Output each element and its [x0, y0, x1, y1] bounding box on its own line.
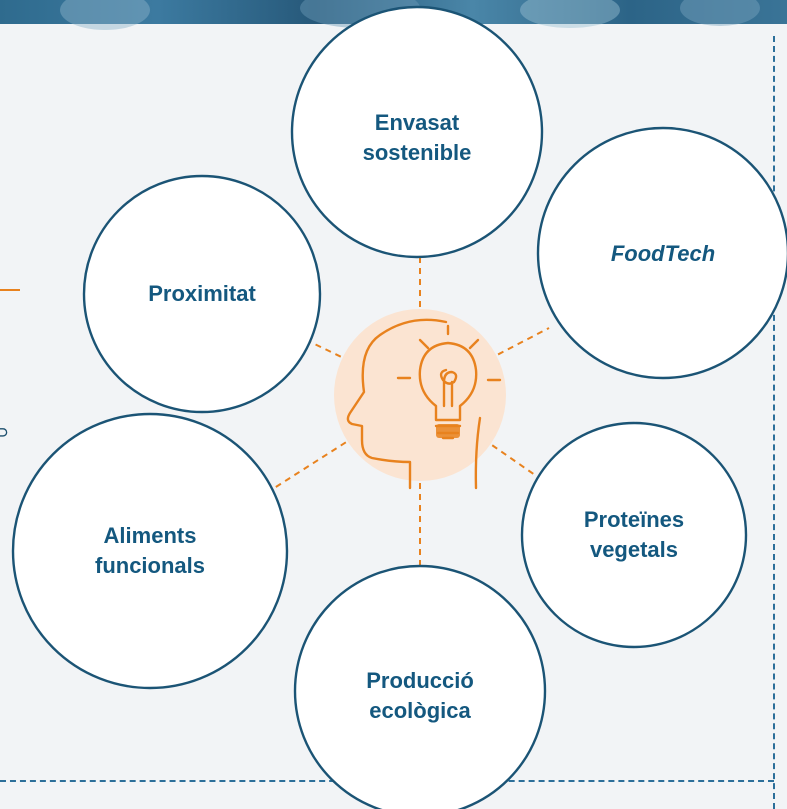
dashed-frame-right: [773, 36, 775, 809]
node-circle-foodtech: [536, 126, 787, 380]
cropped-edge-glyph: ⊃: [0, 422, 10, 442]
node-label-foodtech: FoodTech: [610, 241, 716, 266]
head-lightbulb-icon: [334, 309, 506, 490]
node-circle-aliments: [11, 412, 289, 690]
node-circle-proteines: [520, 421, 748, 649]
ray: [418, 338, 430, 350]
center-halo: [334, 309, 506, 481]
photo-texture: [520, 0, 620, 28]
header-photo-strip: [0, 0, 787, 30]
connector-line-aliments: [267, 394, 421, 493]
topic-nodes: [11, 5, 787, 809]
orange-accent-line: [0, 289, 20, 291]
bulb-base: [436, 424, 460, 438]
bulb-filament: [439, 368, 458, 408]
head-profile: [346, 318, 448, 490]
bulb-glass: [418, 341, 478, 422]
node-circle-envasat: [290, 5, 544, 259]
ray: [468, 338, 480, 350]
node-circle-proximitat: [82, 174, 322, 414]
node-circle-produccio: [293, 564, 547, 809]
node-label-proximitat: Proximitat: [148, 281, 256, 306]
head-back: [474, 416, 482, 490]
